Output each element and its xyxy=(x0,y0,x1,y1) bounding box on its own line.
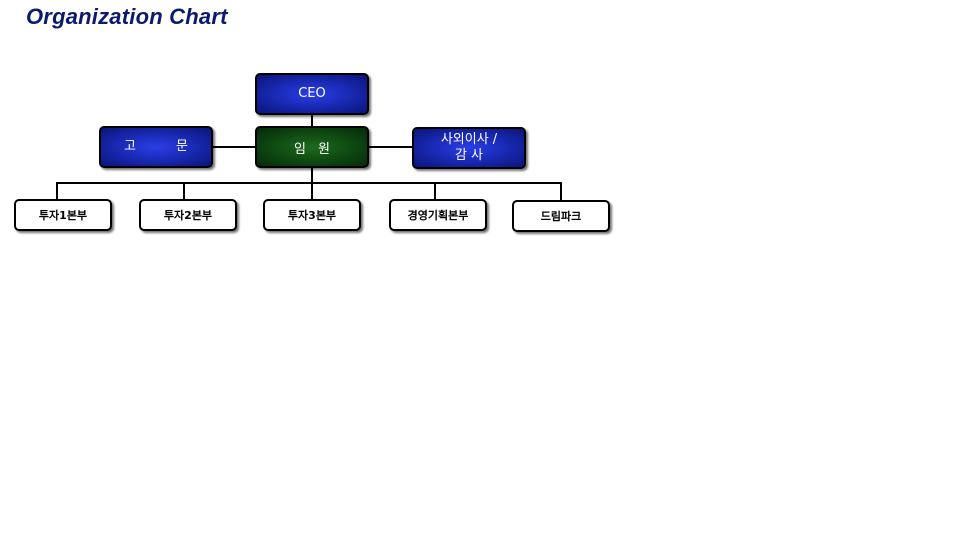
page-title: Organization Chart xyxy=(26,4,228,29)
division-box-investment-3: 투자3본부 xyxy=(263,199,361,231)
division-box-dreampark: 드림파크 xyxy=(512,200,610,232)
division-box-management-planning: 경영기획본부 xyxy=(389,199,487,231)
ceo-box: CEO xyxy=(255,73,369,115)
division-box-investment-2: 투자2본부 xyxy=(139,199,237,231)
outside-director-auditor-box: 사외이사 / 감 사 xyxy=(412,127,526,169)
division-box-investment-1: 투자1본부 xyxy=(14,199,112,231)
advisor-box: 고 문 xyxy=(99,126,213,168)
executives-box: 임 원 xyxy=(255,126,369,168)
